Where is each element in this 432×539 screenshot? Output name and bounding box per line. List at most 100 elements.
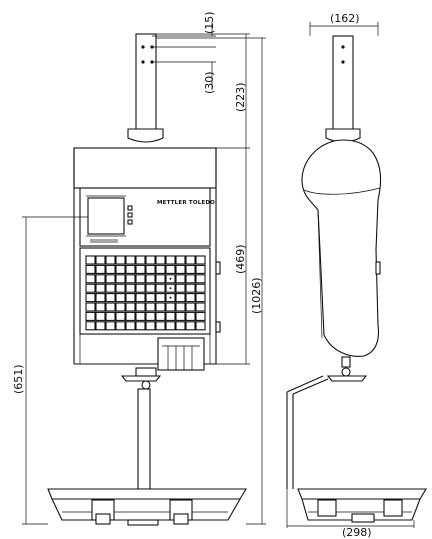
keypad-key (135, 274, 146, 284)
front-pole (135, 33, 157, 131)
keypad-key (175, 274, 186, 284)
keypad-key (185, 274, 196, 284)
keypad-key (115, 255, 126, 265)
keypad-key (115, 311, 126, 321)
keypad-key (115, 283, 126, 293)
keypad-key (155, 255, 166, 265)
keypad-key (135, 283, 146, 293)
keypad-key (85, 321, 96, 331)
keypad-key (105, 264, 116, 274)
keypad-key (145, 255, 156, 265)
keypad-key (105, 311, 116, 321)
keypad-dot (169, 287, 172, 290)
keypad-key (145, 293, 156, 303)
side-pole (332, 35, 354, 131)
keypad-dot (169, 296, 172, 299)
keypad-key (175, 311, 186, 321)
keypad-key (85, 264, 96, 274)
keypad-key (145, 283, 156, 293)
keypad-key (125, 283, 136, 293)
keypad-key (185, 293, 196, 303)
keypad-key (155, 311, 166, 321)
keypad-key (95, 274, 106, 284)
keypad-key (95, 311, 106, 321)
keypad-key (85, 302, 96, 312)
keypad-key (135, 255, 146, 265)
keypad-key (105, 321, 116, 331)
keypad-key (165, 321, 176, 331)
keypad-key (185, 321, 196, 331)
keypad-key (195, 274, 206, 284)
dim-1026-label: (1026) (250, 277, 263, 314)
keypad-key (115, 264, 126, 274)
keypad-dot (169, 277, 172, 280)
keypad-key (95, 264, 106, 274)
side-bracket (286, 375, 324, 393)
side-view (286, 35, 427, 523)
dim-223-label: (223) (234, 82, 247, 112)
keypad-key (185, 302, 196, 312)
side-dimensions: (162) (298) (286, 12, 415, 539)
keypad-keys (85, 255, 206, 331)
keypad-key (165, 264, 176, 274)
keypad-key (175, 264, 186, 274)
keypad-key (195, 293, 206, 303)
keypad-key (135, 293, 146, 303)
brand-label: METTLER TOLEDO (157, 200, 215, 206)
keypad-key (85, 274, 96, 284)
keypad-key (165, 255, 176, 265)
keypad-key (155, 293, 166, 303)
keypad-key (85, 311, 96, 321)
keypad-key (175, 293, 186, 303)
keypad-key (195, 255, 206, 265)
keypad-key (105, 255, 116, 265)
keypad-key (105, 283, 116, 293)
keypad-key (95, 293, 106, 303)
keypad-key (115, 293, 126, 303)
keypad-key (165, 302, 176, 312)
front-top-housing (73, 147, 217, 189)
keypad-key (95, 321, 106, 331)
front-view: METTLER TOLEDO (47, 33, 247, 526)
keypad-key (175, 283, 186, 293)
dim-30-label: (30) (203, 71, 216, 94)
keypad-key (135, 264, 146, 274)
dim-651-label: (651) (12, 364, 25, 394)
printer-slot (157, 337, 205, 371)
display-screen (87, 197, 125, 235)
keypad-key (145, 302, 156, 312)
keypad-key (145, 311, 156, 321)
keypad-key (105, 274, 116, 284)
dim-15-label: (15) (203, 11, 216, 34)
keypad-key (115, 321, 126, 331)
keypad-key (95, 302, 106, 312)
front-base-tray (47, 488, 247, 521)
keypad-key (155, 264, 166, 274)
keypad-key (125, 311, 136, 321)
keypad-key (195, 321, 206, 331)
keypad-key (85, 255, 96, 265)
keypad-key (185, 311, 196, 321)
front-lower-pole (137, 388, 151, 490)
keypad-key (115, 302, 126, 312)
keypad-key (175, 321, 186, 331)
keypad-key (195, 264, 206, 274)
keypad-key (95, 283, 106, 293)
keypad-key (185, 255, 196, 265)
keypad-key (145, 321, 156, 331)
keypad-key (115, 274, 126, 284)
keypad-key (155, 321, 166, 331)
keypad-key (125, 255, 136, 265)
keypad-key (125, 293, 136, 303)
dim-298-label: (298) (342, 526, 372, 539)
keypad-key (135, 302, 146, 312)
keypad-key (155, 302, 166, 312)
keypad-key (195, 311, 206, 321)
keypad-key (85, 283, 96, 293)
keypad-key (145, 264, 156, 274)
keypad-key (195, 283, 206, 293)
keypad-key (155, 274, 166, 284)
keypad-key (125, 264, 136, 274)
keypad-key (125, 321, 136, 331)
